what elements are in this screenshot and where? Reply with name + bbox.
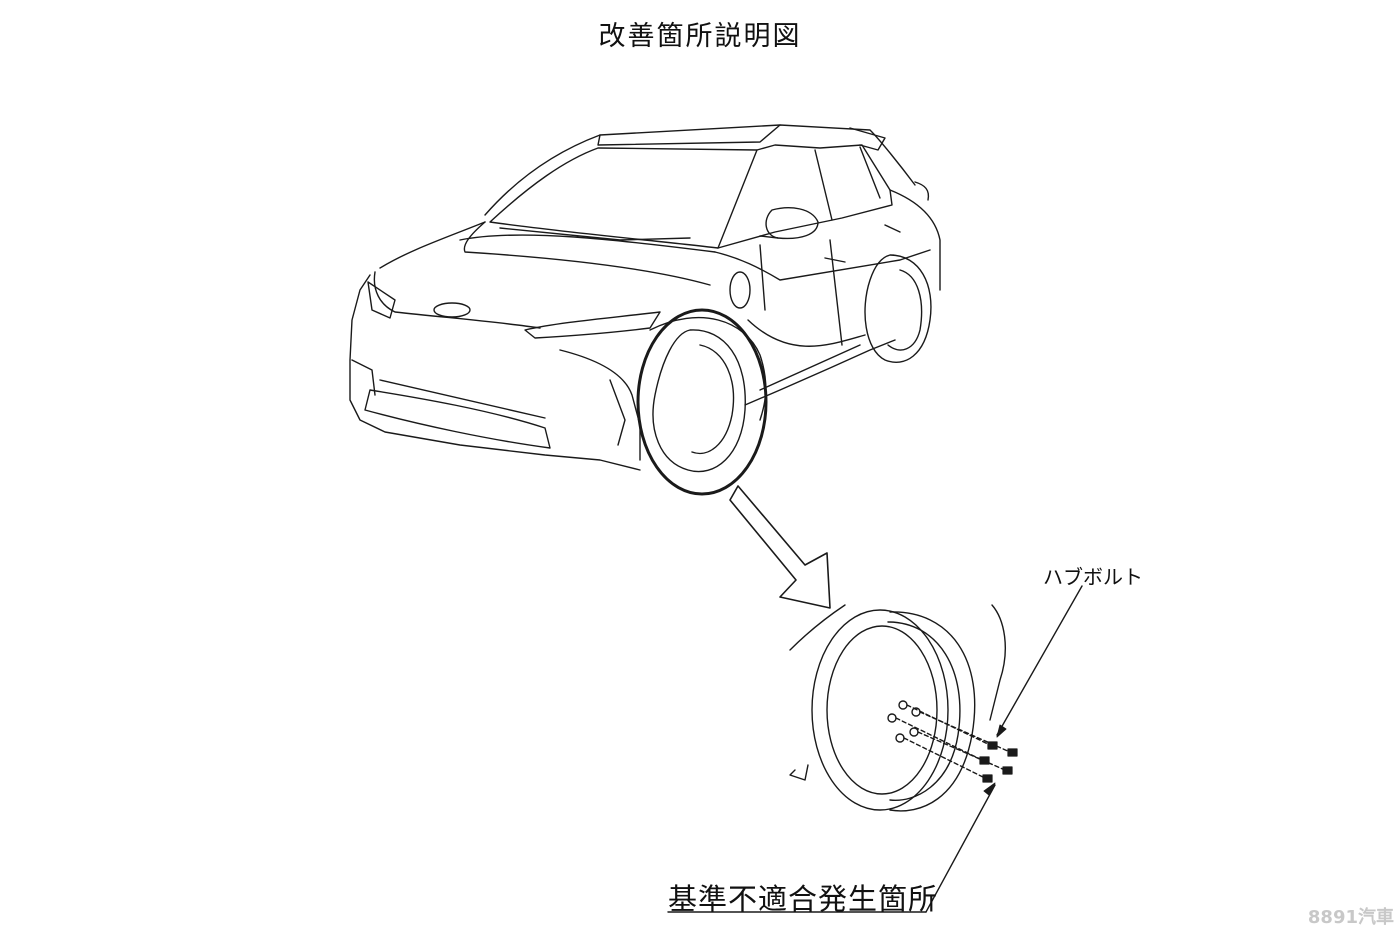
- hub-bolt-leader-arrowhead: [996, 724, 1007, 738]
- nonconformity-leader: [925, 784, 996, 913]
- highlight-circle: [636, 308, 768, 496]
- hub-bolt-leader: [996, 585, 1083, 736]
- car-drawing: [349, 124, 941, 473]
- diagram-title: 改善箇所説明図: [598, 21, 802, 52]
- hub-bolt-label: ハブボルト: [1043, 565, 1143, 589]
- nonconformity-leader-arrowhead: [983, 782, 996, 796]
- pointer-arrow: [729, 485, 831, 609]
- nonconformity-label: 基準不適合発生箇所: [668, 882, 939, 916]
- wheel-detail: [789, 604, 1018, 812]
- watermark: 8891汽車: [1307, 907, 1394, 928]
